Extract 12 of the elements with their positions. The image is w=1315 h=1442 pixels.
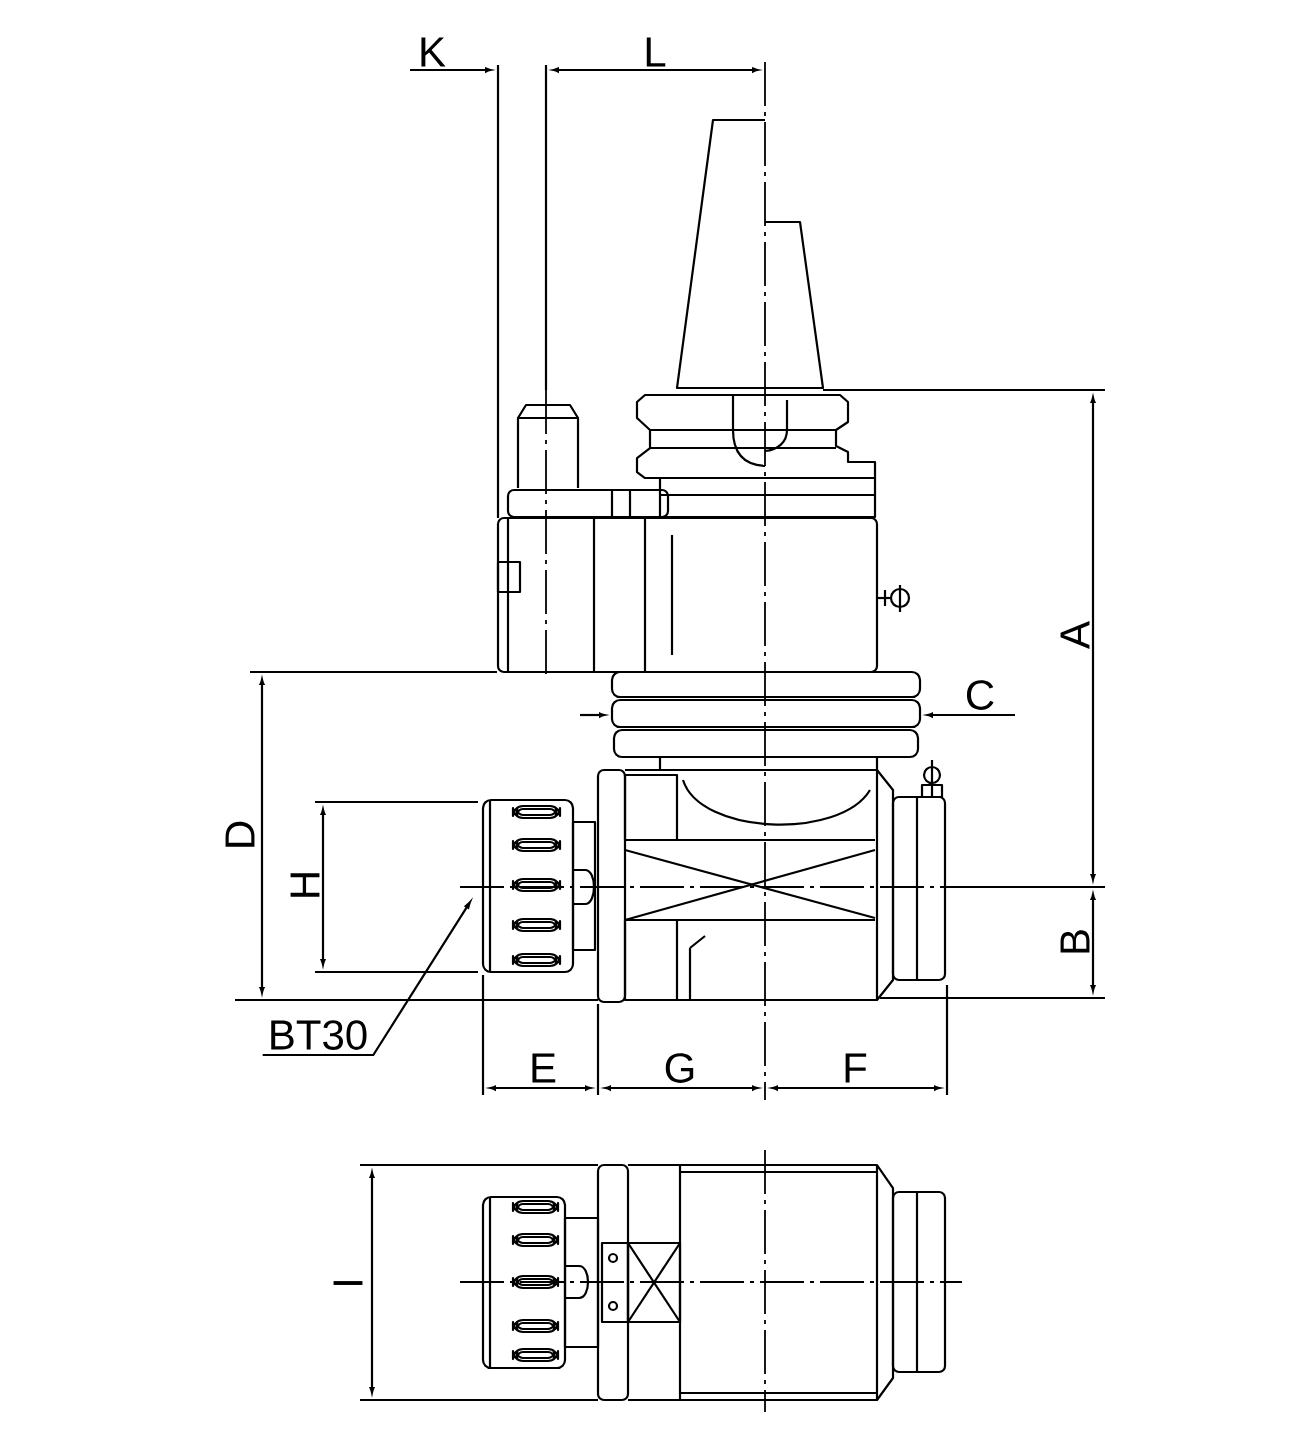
dimension-label: H: [290, 873, 320, 897]
dimension-label: F: [845, 1053, 867, 1083]
dimension-label: I: [333, 1281, 363, 1285]
collet-nut-drawing: [481, 798, 575, 974]
dimension-label: B: [1060, 930, 1090, 953]
dimension-label: K: [421, 37, 446, 67]
dimension-label: G: [665, 1053, 694, 1083]
dimension-label: E: [532, 1053, 556, 1083]
dimension-label: L: [646, 37, 666, 67]
dimension-label: C: [966, 680, 994, 710]
dimension-label: D: [225, 821, 255, 847]
dimension-label: A: [1060, 621, 1090, 649]
